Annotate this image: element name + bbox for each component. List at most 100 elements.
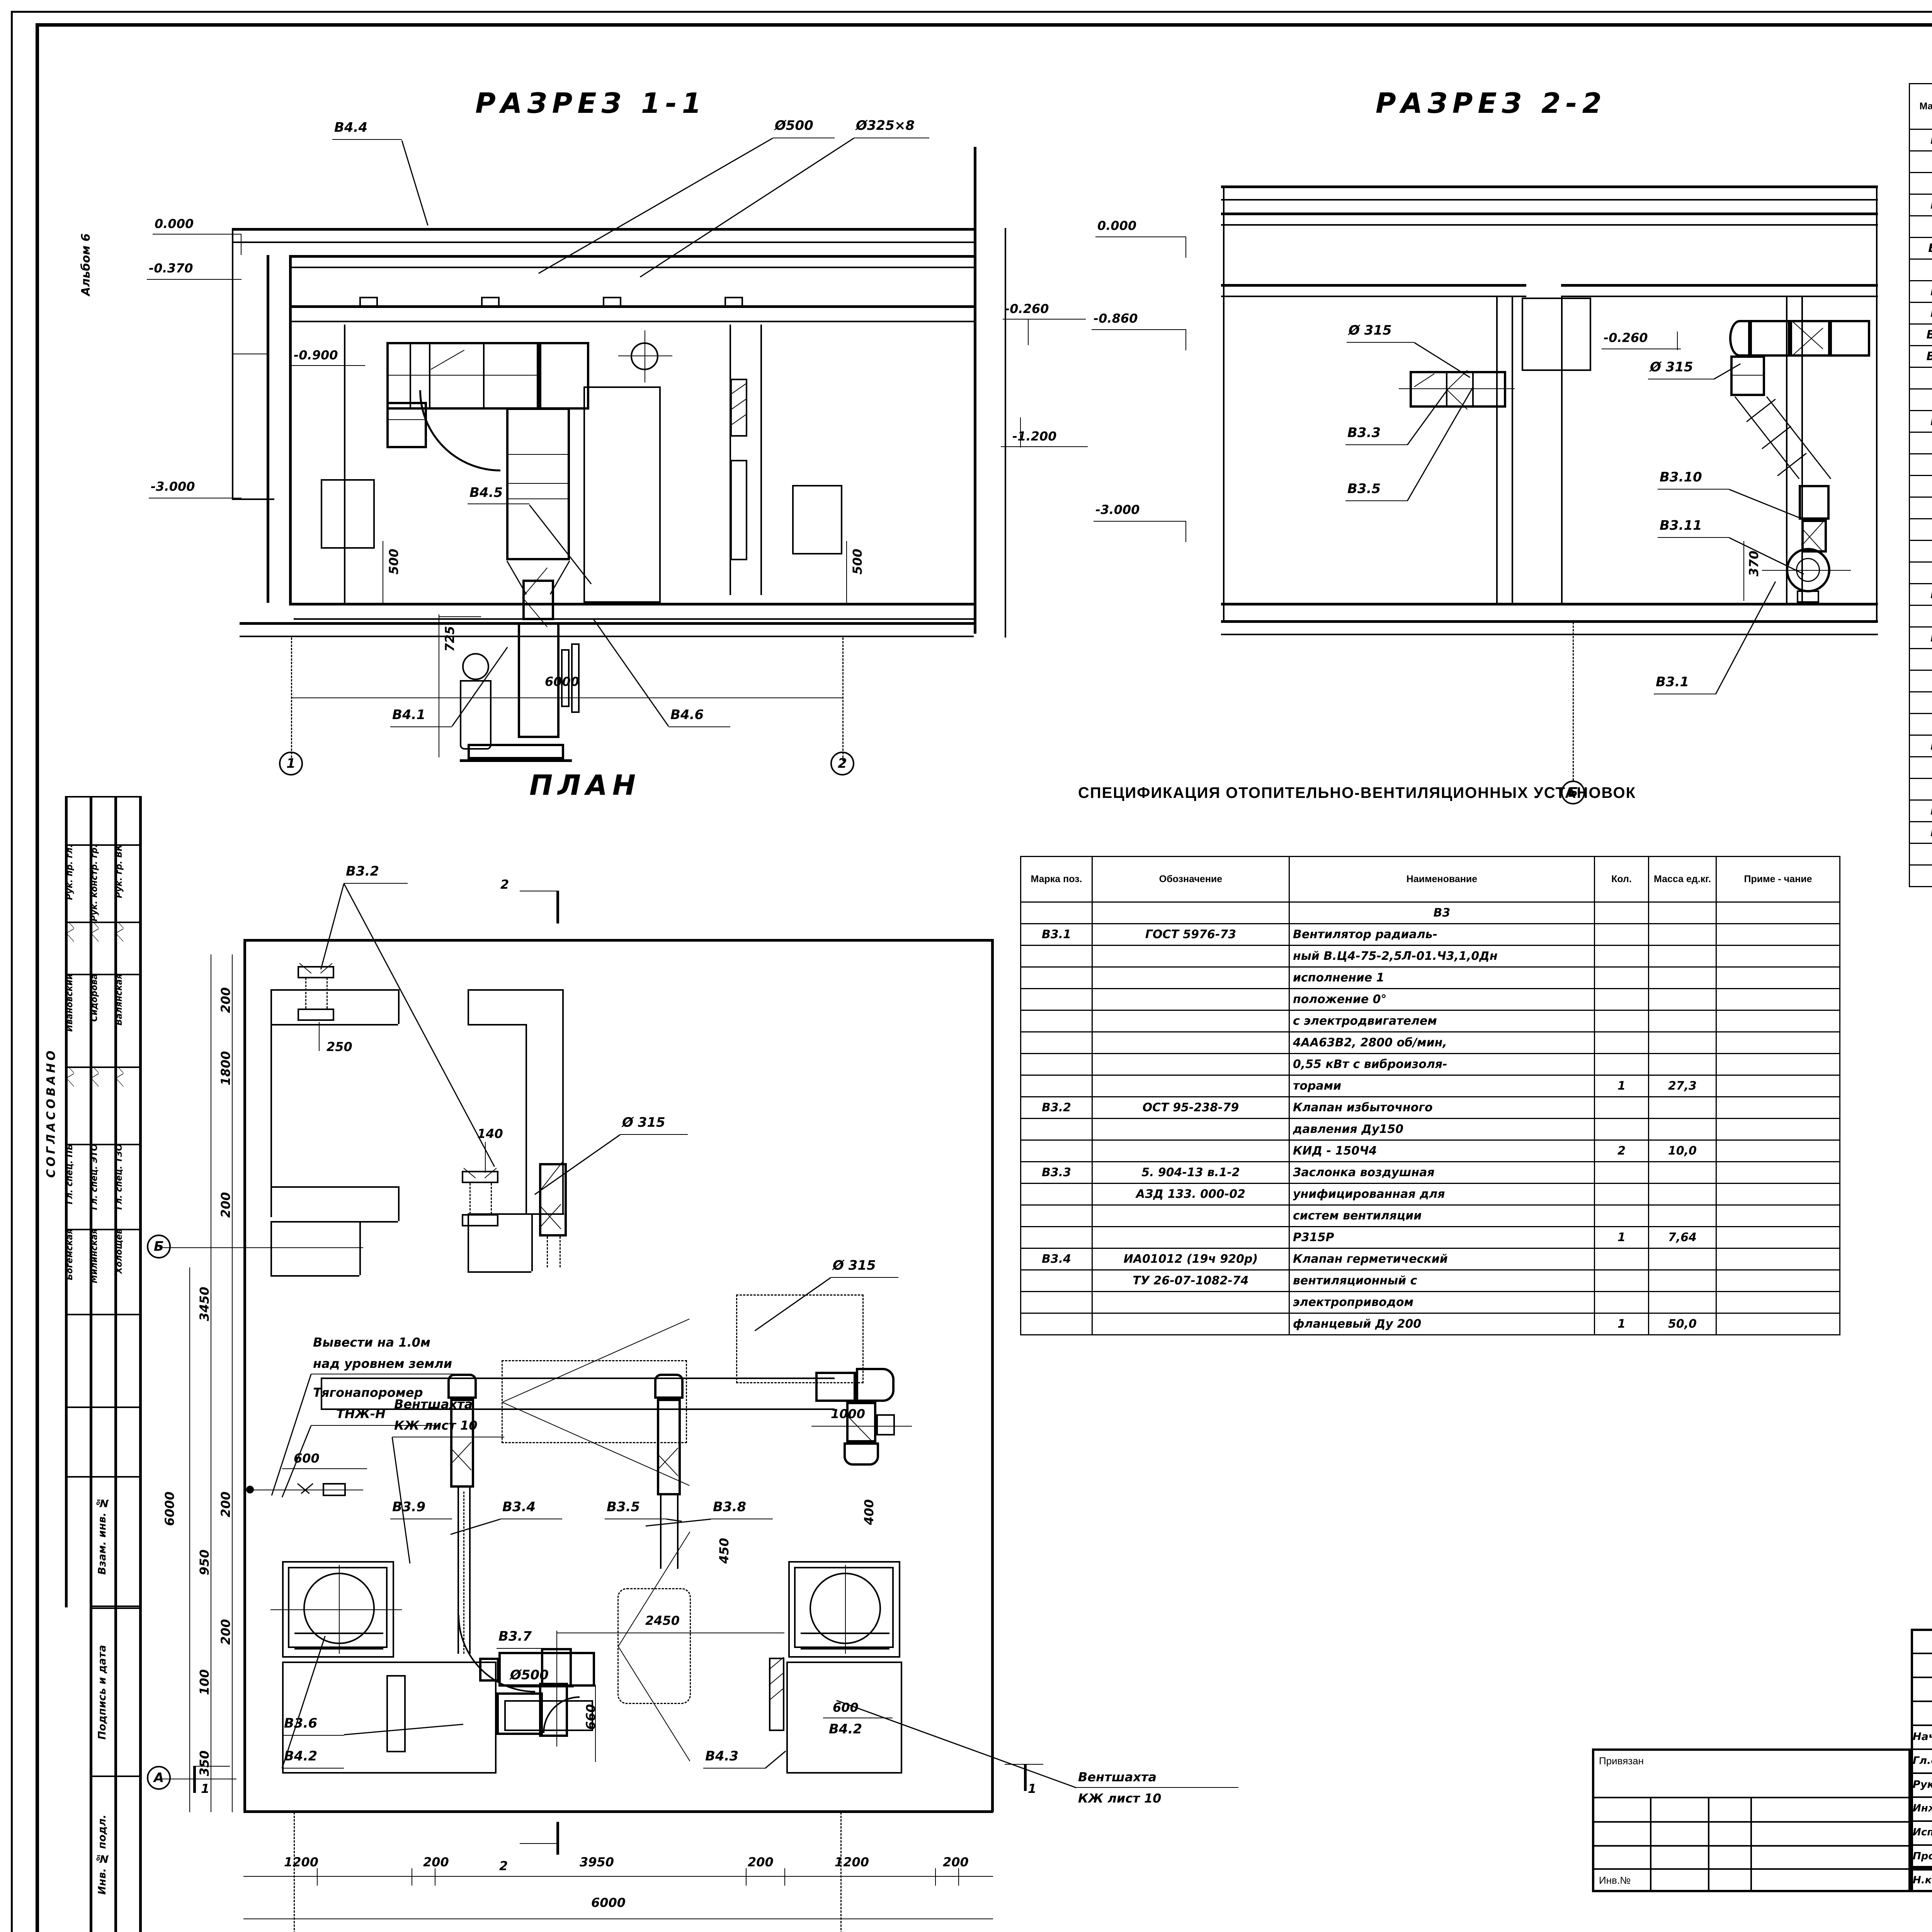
cell-mark (1020, 945, 1093, 968)
spec-right-table: Марка поз. Обозначение Наименование Кол.… (1909, 83, 1932, 887)
plan-dim-200a: 200 (218, 987, 233, 1013)
cell-designation (1092, 988, 1290, 1011)
cell-designation (1092, 1075, 1290, 1097)
plan-dim-1200a: 1200 (284, 1855, 319, 1869)
margin-label-vzam: Взам. инв. № (96, 1497, 108, 1575)
dim-6000-sec11: 6000 (545, 674, 580, 689)
plan-dim-400: 400 (862, 1499, 876, 1525)
elev-0900: -0.900 (294, 348, 338, 362)
cell-designation (1092, 1010, 1290, 1032)
role-2: Рук. гр. (1913, 1778, 1932, 1791)
cell-mass (1648, 1204, 1717, 1227)
cell-mass (1648, 1118, 1717, 1141)
elev-1200: -1.200 (1012, 429, 1057, 444)
cell-mark: В3.1 (1020, 923, 1093, 946)
cell-mark: В3.4 (1020, 1248, 1093, 1270)
cell-mass (1648, 1053, 1717, 1076)
cell-designation: 5. 904-13 в.1-2 (1092, 1161, 1290, 1184)
cell-note (1716, 1313, 1840, 1335)
signature-mark: ⟋⟍⟋ (90, 1066, 101, 1087)
elev22-0000: 0.000 (1097, 218, 1137, 233)
cell-note (1716, 1118, 1840, 1141)
cell-mark (1909, 648, 1932, 671)
plan-dim-660: 660 (583, 1704, 598, 1730)
cell-mark (1909, 670, 1932, 692)
callout22-v311: В3.11 (1660, 518, 1702, 533)
cell-name: КИД - 150Ч4 (1289, 1139, 1595, 1162)
cell-name: положение 0° (1289, 988, 1595, 1011)
cell-name: Р315Р (1289, 1226, 1595, 1249)
cell-qty (1594, 1053, 1649, 1076)
cell-mark (1909, 259, 1932, 281)
spec-middle-table: Марка поз. Обозначение Наименование Кол.… (1020, 856, 1840, 1335)
cell-note (1716, 1010, 1840, 1032)
table-row: ный В.Ц4-75-5 1,0Дн (1909, 432, 1932, 454)
col-name: Наименование (1289, 856, 1595, 903)
table-row: положение 0° (1020, 988, 1840, 1011)
cell-designation: ГОСТ 5976-73 (1092, 923, 1290, 946)
cell-name: с электродвигателем (1289, 1010, 1595, 1032)
cell-mass (1648, 1183, 1717, 1206)
callout22-d315b: Ø 315 (1650, 359, 1693, 375)
plan-dim-6000v: 6000 (162, 1492, 177, 1526)
plan-dim-100: 100 (197, 1669, 212, 1695)
cell-mark (1909, 518, 1932, 541)
table-row: входного патрубка (1909, 843, 1932, 866)
cell-mark (1020, 901, 1093, 924)
table-row: Вентилятора Ø50011,75 (1909, 864, 1932, 887)
cell-name: 4АА63В2, 2800 об/мин, (1289, 1031, 1595, 1054)
cell-mark (1909, 540, 1932, 563)
approval-name-3: Богемская (65, 1229, 75, 1281)
plan-dim-1800: 1800 (218, 1051, 233, 1086)
cell-note (1716, 1139, 1840, 1162)
margin-label-podpis: Подпись и дата (96, 1645, 108, 1740)
table-row: с электродвигателем (1020, 1010, 1840, 1032)
callout-v46: В4.6 (670, 707, 704, 723)
cell-designation (1092, 1118, 1290, 1141)
role-6: Н.контр. (1913, 1874, 1932, 1886)
plan-dim-200d: 200 (218, 1619, 233, 1645)
table-row: давления Ду150 (1020, 1118, 1840, 1141)
table-row: В3.8Люк-вставка Ø31516,4 (1909, 280, 1932, 303)
elev-3000: -3.000 (151, 479, 195, 494)
plan-axis-b: Б (147, 1235, 171, 1259)
table-row: рубка вентилятора Ø25010,82 (1909, 367, 1932, 389)
elev22-0260: -0.260 (1604, 330, 1648, 345)
role-3: Инженер (1913, 1803, 1932, 1814)
axis-marker-b: Б (1561, 781, 1585, 804)
cell-mark: В3.9 (1909, 302, 1932, 325)
plan-section-mark-1-right: 1 (1028, 1781, 1037, 1796)
cell-name: 0,55 кВт с виброизоля- (1289, 1053, 1595, 1076)
signature-mark: ⟋⟍⟋ (90, 922, 101, 942)
cell-mark (1909, 778, 1932, 801)
table-row: исполнение 1 (1909, 453, 1932, 476)
approval-name-4: Милинская (90, 1229, 99, 1283)
table-row: взрывное УЗС 8276,7 (1909, 605, 1932, 628)
table-row: тый 45° Ø 219 × 618,5 (1909, 259, 1932, 281)
plan-callout-v35: В3.5 (607, 1499, 640, 1515)
plan-callout-v43: В4.3 (705, 1748, 739, 1764)
cell-mass (1648, 988, 1717, 1011)
cell-mass (1648, 966, 1717, 989)
table-row: В3.7·ГОСТ 17375 - 77Отвод крутоизогну- (1909, 237, 1932, 260)
cell-mass (1648, 1096, 1717, 1119)
callout-v44: В4.4 (334, 120, 368, 135)
plan-note-tyagonaporomer: Тягонапоромер (313, 1385, 423, 1400)
table-row: В4.35. 904 - 12 в. 1-35Клапан утепленный (1909, 626, 1932, 649)
plan-callout-v42a: В4.2 (284, 1748, 318, 1764)
cell-name: Вентилятор радиаль- (1289, 923, 1595, 946)
table-row: В4 (1909, 388, 1932, 411)
cell-mark (1020, 988, 1093, 1011)
cell-name: В3 (1289, 901, 1595, 924)
signature-mark: ⟋⟍⟋ (65, 922, 76, 942)
cell-designation (1092, 901, 1290, 924)
table-row: 4АА63В2, 2800 об/мин, (1020, 1031, 1840, 1054)
col-mass: Масса ед.кг. (1648, 856, 1717, 903)
cell-note (1716, 1075, 1840, 1097)
plan-dim-200g: 200 (943, 1855, 969, 1869)
